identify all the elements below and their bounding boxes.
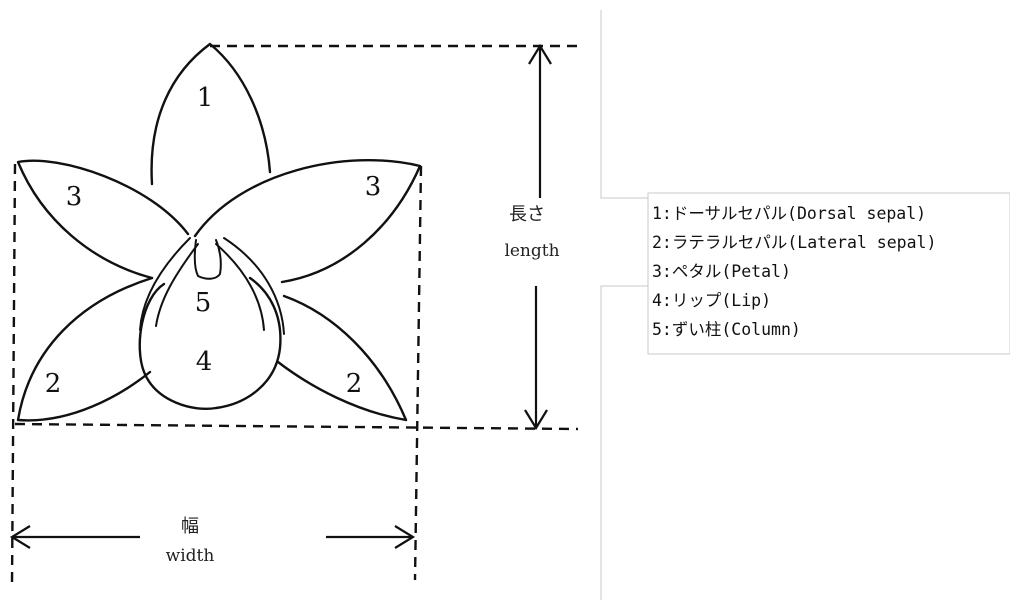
column-inner-right	[215, 243, 265, 331]
measurement-guides	[10, 44, 584, 585]
left-petal	[16, 159, 190, 280]
orchid-flower-drawing	[16, 42, 422, 422]
legend-item-5: 5:ずい柱(Column)	[652, 320, 801, 339]
legend-item-2: 2:ラテラルセパル(Lateral sepal)	[652, 233, 936, 252]
column-tip	[193, 239, 222, 280]
column-left-side	[139, 237, 191, 331]
length-arrow-top-head	[528, 43, 552, 65]
column-inner-left	[155, 243, 199, 327]
dorsal-sepal	[150, 42, 272, 186]
lip	[138, 276, 282, 410]
part-number-labels: 1 3 3 5 4 2 2	[45, 83, 382, 399]
callout-bracket	[600, 10, 648, 600]
part-number-3-left: 3	[66, 182, 83, 212]
bottom-guide-dash	[14, 422, 579, 431]
length-label-en: length	[504, 241, 559, 261]
width-arrow-left-head	[9, 525, 31, 549]
width-label-jp: 幅	[181, 516, 199, 537]
part-number-1: 1	[197, 83, 214, 113]
legend-box	[647, 192, 1010, 355]
legend-item-4: 4:リップ(Lip)	[652, 291, 771, 310]
legend-item-3: 3:ペタル(Petal)	[652, 262, 791, 281]
left-lateral-sepal	[16, 276, 154, 422]
part-number-2-right: 2	[346, 369, 363, 399]
part-number-4: 4	[196, 347, 213, 377]
legend-item-1: 1:ドーサルセパル(Dorsal sepal)	[652, 204, 926, 223]
part-number-2-left: 2	[45, 369, 62, 399]
left-guide-dash	[10, 163, 17, 585]
width-arrow-right-head	[394, 525, 416, 549]
length-dimension: 長さ length	[504, 43, 560, 431]
right-petal	[193, 159, 422, 284]
part-number-5: 5	[195, 288, 212, 318]
part-number-3-right: 3	[365, 172, 382, 202]
right-guide-dash	[413, 165, 423, 581]
width-dimension: 幅 width	[9, 516, 416, 566]
length-label-jp: 長さ	[509, 204, 545, 225]
legend-callout: 1:ドーサルセパル(Dorsal sepal) 2:ラテラルセパル(Latera…	[600, 10, 1010, 600]
width-label-en: width	[166, 546, 215, 566]
right-lateral-sepal	[276, 294, 408, 422]
column-right-side	[223, 237, 285, 335]
length-arrow-bottom-head	[524, 409, 548, 431]
